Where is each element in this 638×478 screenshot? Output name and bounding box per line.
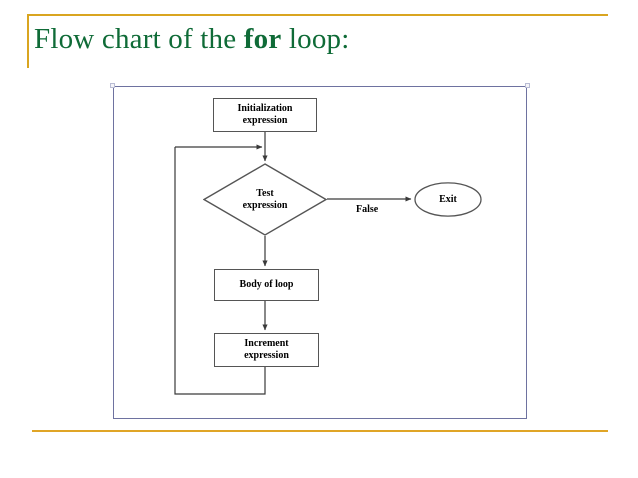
- title-accent-rule-top: [27, 14, 608, 16]
- flowchart-node-exit[interactable]: Exit: [414, 182, 482, 217]
- node-initialization-line1: Initialization: [237, 103, 293, 114]
- title-accent-rule-left: [27, 14, 29, 68]
- node-increment-label: Increment expression: [244, 338, 289, 362]
- ellipse-shape-icon: [414, 182, 482, 217]
- node-test-line1: Test: [256, 187, 274, 199]
- flowchart-node-increment[interactable]: Increment expression: [214, 333, 319, 367]
- node-exit-label: Exit: [439, 193, 457, 205]
- node-increment-line2: expression: [244, 350, 289, 361]
- node-body-label: Body of loop: [239, 279, 294, 290]
- node-increment-line1: Increment: [244, 338, 289, 349]
- page-title: Flow chart of the for loop:: [34, 21, 350, 57]
- title-keyword-for: for: [243, 23, 282, 55]
- node-initialization-label: Initialization expression: [237, 103, 292, 127]
- diamond-shape-icon: [203, 163, 327, 236]
- flowchart-frame: [110, 83, 530, 419]
- node-initialization-line2: expression: [242, 115, 288, 126]
- flowchart-node-test-expression[interactable]: Test expression: [203, 163, 327, 236]
- footer-accent-rule: [32, 430, 608, 432]
- flowchart-node-body-of-loop[interactable]: Body of loop: [214, 269, 319, 301]
- title-suffix-text: loop:: [281, 23, 350, 55]
- selection-handle-top-right[interactable]: [525, 83, 530, 88]
- edge-label-false: False: [356, 204, 379, 215]
- selection-handle-top-left[interactable]: [110, 83, 115, 88]
- node-test-line2: expression: [242, 199, 288, 211]
- flowchart-node-initialization[interactable]: Initialization expression: [213, 98, 317, 132]
- node-test-label: Test expression: [203, 188, 327, 212]
- title-prefix-text: Flow chart of the: [34, 23, 244, 55]
